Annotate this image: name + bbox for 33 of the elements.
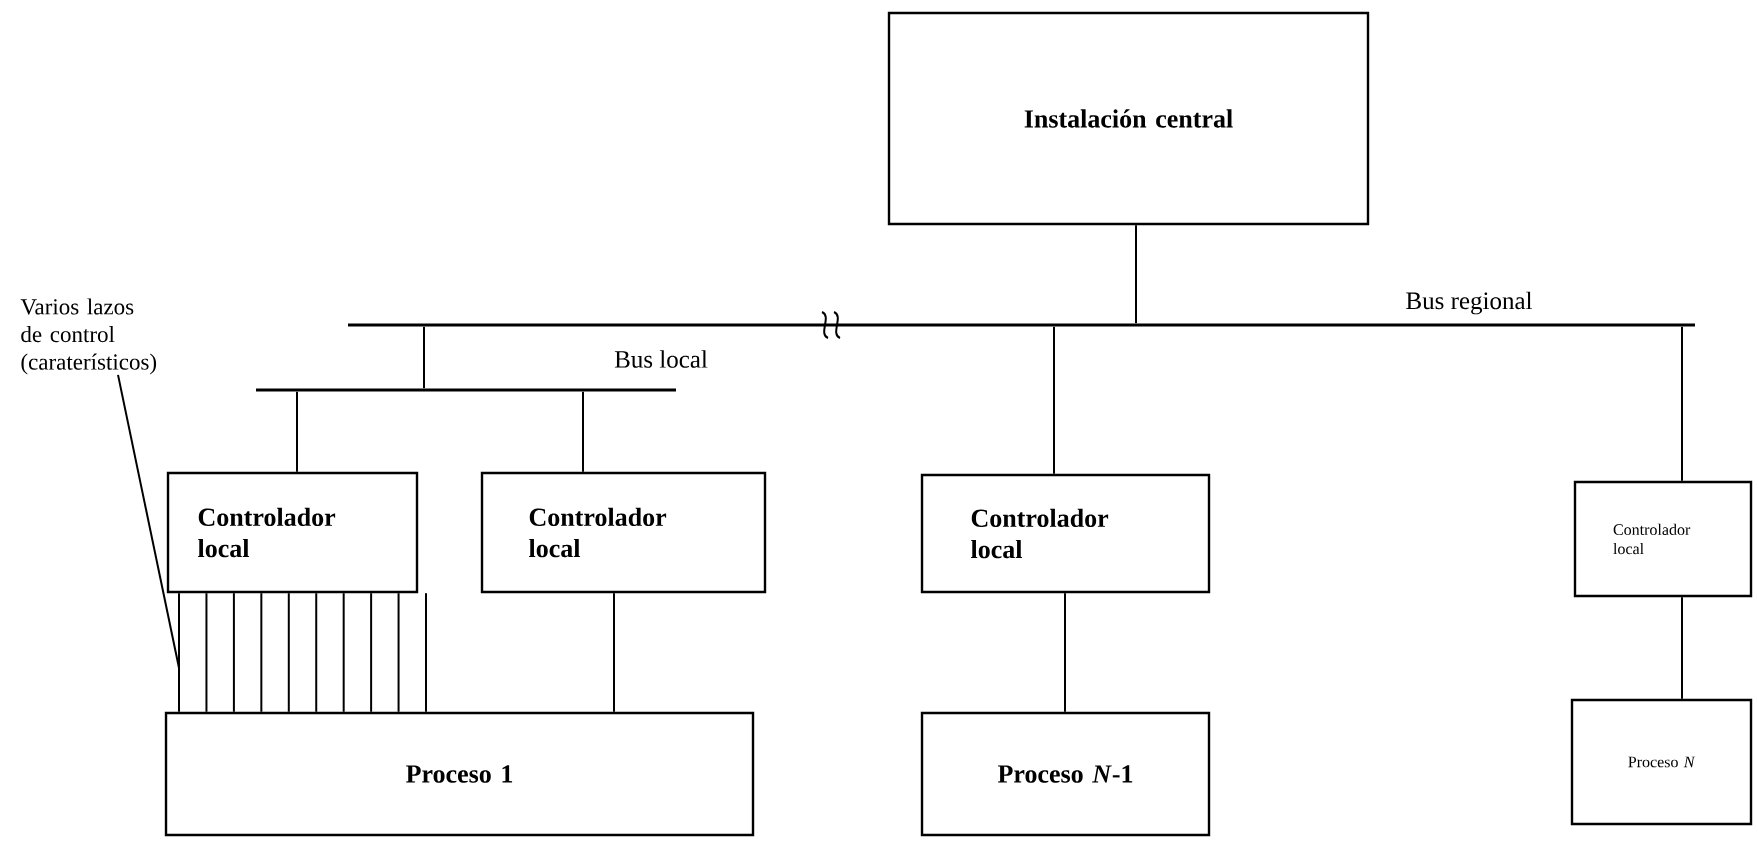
control-loop-line <box>342 592 345 713</box>
connector-line <box>1053 325 1055 475</box>
connector-line <box>1064 592 1066 713</box>
control-loop-line <box>287 592 290 713</box>
bus-line <box>348 323 1695 327</box>
leader-line <box>117 373 180 669</box>
process-box: Proceso N-1 <box>920 711 1211 837</box>
process-box: Proceso 1 <box>164 711 755 837</box>
connector-line <box>1681 596 1683 700</box>
control-loop-line <box>397 592 400 713</box>
bus-line <box>256 388 676 392</box>
control-loop-line <box>205 592 208 713</box>
connector-line <box>582 390 584 473</box>
control-loop-line <box>260 592 263 713</box>
control-loop-line <box>370 592 373 713</box>
process-box: Proceso N <box>1570 698 1753 826</box>
controller-box: Controlador local <box>166 471 419 594</box>
connector-line <box>1135 224 1137 325</box>
control-loop-line <box>232 592 235 713</box>
controller-box: Controlador local <box>1573 480 1753 598</box>
annotation-text: Varios lazos de control (caraterísticos) <box>20 298 157 375</box>
connector-line <box>296 390 298 473</box>
controller-box: Controlador local <box>480 471 767 594</box>
connector-line <box>423 325 425 390</box>
bus-label: Bus regional <box>1406 291 1532 315</box>
connector-line <box>613 592 615 713</box>
bus-label: Bus local <box>614 350 708 368</box>
central-unit-box: Instalación central <box>887 11 1370 226</box>
connector-line <box>1681 325 1683 482</box>
controller-box: Controlador local <box>920 473 1211 594</box>
control-loop-line <box>425 592 427 713</box>
control-loop-line <box>178 592 180 713</box>
control-loop-line <box>315 592 318 713</box>
